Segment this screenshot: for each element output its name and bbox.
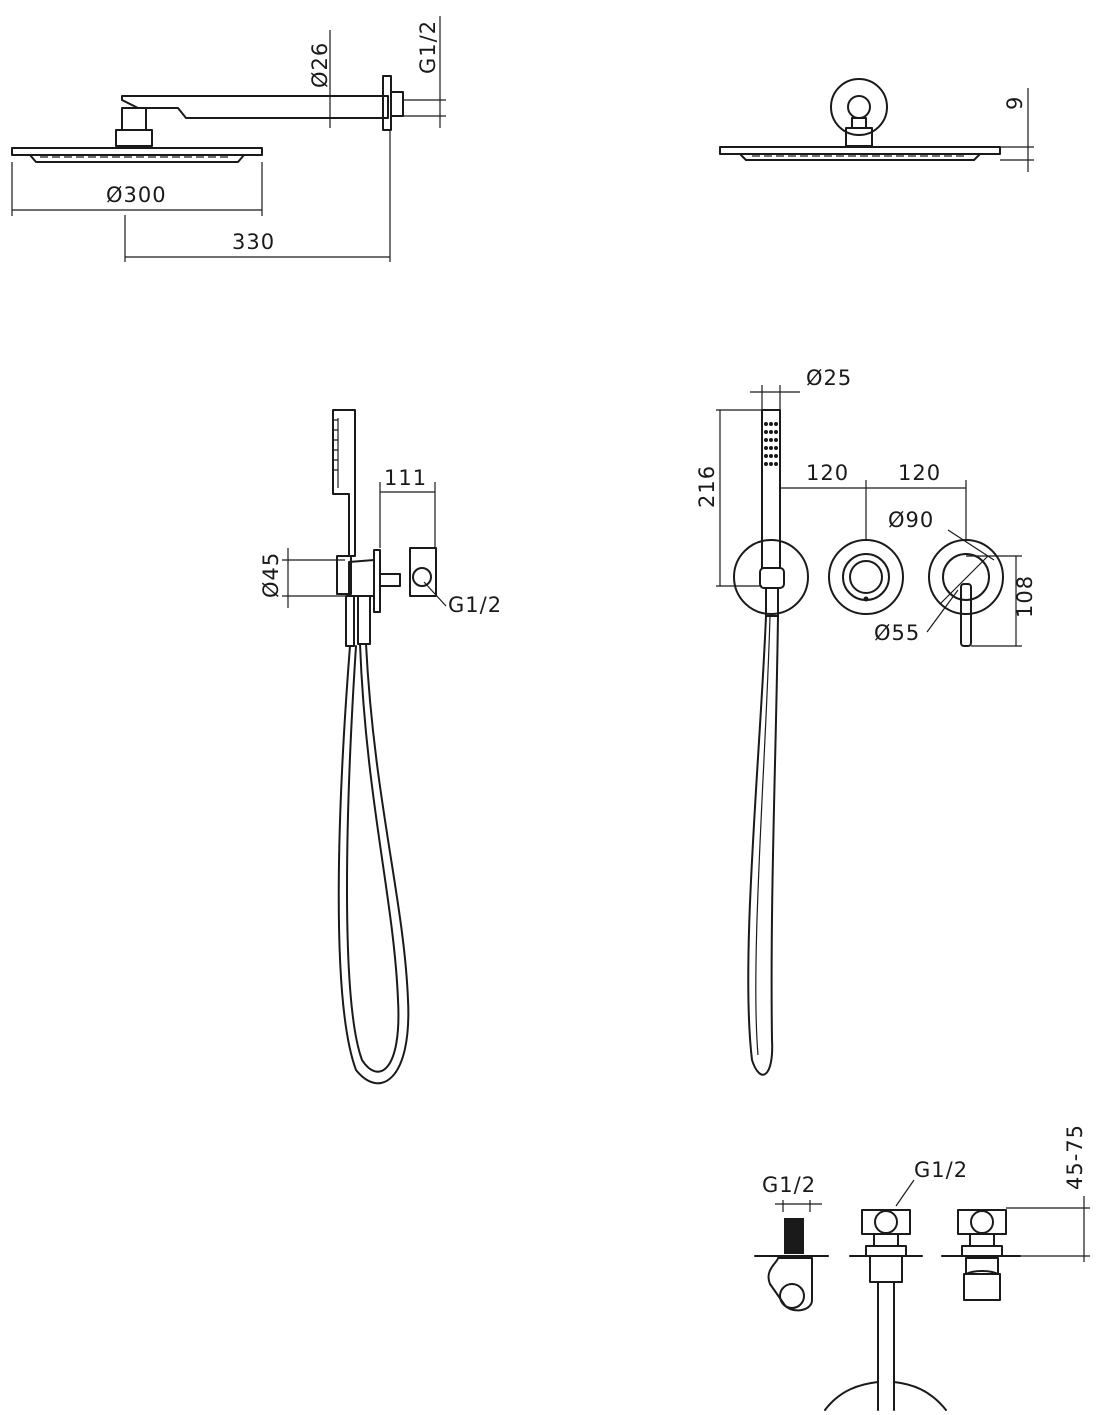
- plate-diameter-label: Ø90: [888, 508, 934, 532]
- outlet-diameter-label: Ø45: [259, 552, 283, 598]
- installation-sections: G1/2 G1/2 45-75: [754, 1124, 1090, 1411]
- mixer-front-view: Ø25 216 120 120 Ø90 108 Ø55: [695, 366, 1037, 1076]
- spacing-1-label: 120: [806, 461, 849, 485]
- head-thickness-label: 9: [1003, 96, 1027, 110]
- bottom-thread-left-label: G1/2: [762, 1173, 816, 1197]
- arm-length-label: 330: [232, 230, 275, 254]
- shower-head-side-view: 9: [719, 78, 1034, 172]
- outlet-depth-label: 111: [384, 466, 427, 490]
- handle-offset-label: 108: [1013, 575, 1037, 618]
- outlet-thread-label: G1/2: [448, 593, 502, 617]
- arm-diameter-label: Ø26: [308, 42, 332, 88]
- shower-head-front-view: Ø26 G1/2 Ø300 330: [11, 16, 446, 262]
- hand-shower-side-view: Ø45 111 G1/2: [259, 409, 502, 1085]
- head-diameter-label: Ø300: [106, 183, 167, 207]
- arm-thread-label: G1/2: [416, 20, 440, 74]
- handset-length-label: 216: [695, 465, 719, 508]
- spacing-2-label: 120: [898, 461, 941, 485]
- install-depth-label: 45-75: [1063, 1124, 1087, 1190]
- handle-diameter-label: Ø25: [806, 366, 852, 390]
- knob-diameter-label: Ø55: [874, 621, 920, 645]
- bottom-thread-right-label: G1/2: [914, 1158, 968, 1182]
- handset-nozzles: [764, 422, 778, 466]
